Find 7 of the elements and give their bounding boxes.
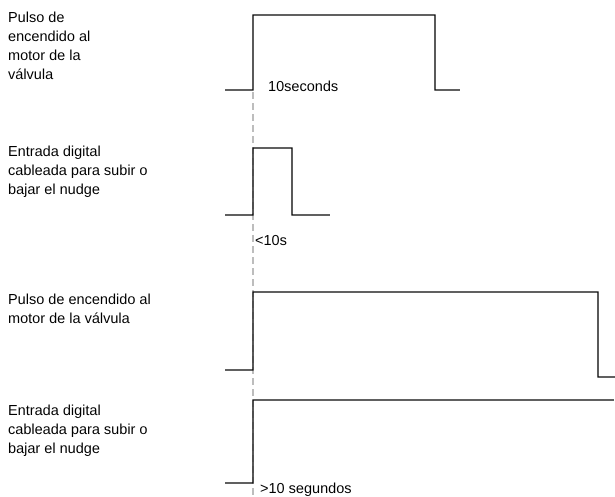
signal-label: Pulso de encendido al motor de la válvula xyxy=(8,291,152,329)
duration-label: 10seconds xyxy=(268,78,340,97)
signal-label: Entrada digital cableada para subir o bajar el nudge xyxy=(8,402,148,459)
duration-label: <10s xyxy=(255,232,288,251)
signal-label: Pulso de encendido al motor de la válvula xyxy=(8,9,92,85)
signal-label: Entrada digital cableada para subir o bajar el nudge xyxy=(8,143,148,200)
duration-label: >10 segundos xyxy=(260,480,353,497)
